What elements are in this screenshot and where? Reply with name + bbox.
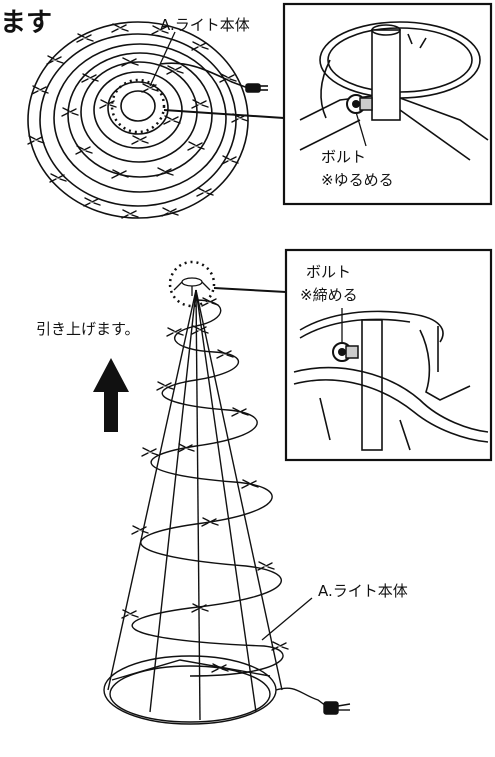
top-callout-action-note: ※ゆるめる	[321, 171, 394, 189]
bottom-part-label: A.ライト本体	[318, 582, 408, 600]
bolt-icon-bottom	[332, 342, 359, 362]
bottom-callout-action-note: ※締める	[300, 286, 358, 304]
top-callout-connector	[163, 109, 285, 119]
top-callout-drawing	[299, 21, 489, 161]
bottom-callout-connector	[213, 287, 287, 293]
up-arrow-icon	[93, 358, 129, 432]
bolt-leader-top	[355, 111, 367, 147]
page-heading: ます	[0, 8, 53, 38]
bottom-callout-drawing	[293, 310, 489, 451]
bolt-icon	[346, 94, 373, 114]
top-callout-bolt-label: ボルト	[321, 148, 367, 166]
top-part-label: A.ライト本体	[160, 16, 250, 34]
cone-tree	[103, 289, 351, 725]
tree-top-marker	[168, 260, 216, 308]
tree-top-hub	[173, 277, 211, 296]
bottom-callout-frame	[284, 248, 493, 462]
bottom-label-leader	[261, 597, 313, 641]
coiled-light-body-top	[27, 21, 268, 219]
lift-instruction: 引き上げます。	[36, 320, 140, 338]
bottom-callout-bolt-label: ボルト	[306, 263, 352, 281]
dotted-circle-marker	[110, 78, 166, 134]
top-label-leader	[149, 31, 176, 87]
